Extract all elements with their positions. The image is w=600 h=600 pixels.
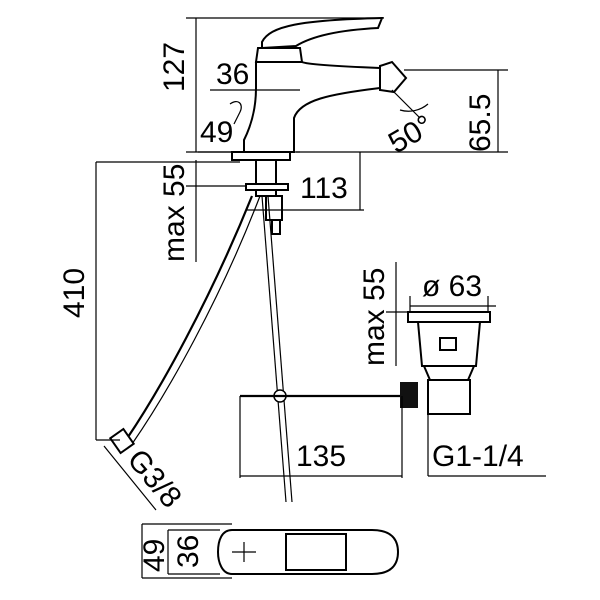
lever-handle <box>261 16 384 50</box>
dim-49: 49 <box>200 116 233 149</box>
dim-max55-top: max 55 <box>158 164 191 262</box>
dim-65-5: 65.5 <box>464 94 497 152</box>
waste-window <box>439 337 457 351</box>
dim-plan-36: 36 <box>172 535 205 568</box>
flexible-hose-inner <box>131 195 261 445</box>
faucet-body <box>229 16 408 161</box>
dim-127: 127 <box>158 42 191 92</box>
base-flange <box>231 151 291 161</box>
mounting-assembly <box>108 159 289 455</box>
dim-max55-waste: max 55 <box>358 268 391 366</box>
cartridge-cap <box>254 47 304 63</box>
dim-135: 135 <box>296 440 346 473</box>
spout-aerator <box>379 60 408 94</box>
hose-connector-nut <box>108 427 136 455</box>
pull-rod-line-1 <box>261 195 287 503</box>
waste-collar <box>422 365 476 381</box>
dim-g1-1-4: G1-1/4 <box>432 440 524 473</box>
dim-113: 113 <box>300 172 348 205</box>
dim-dia-63: ø 63 <box>422 270 482 303</box>
plan-view <box>216 529 400 575</box>
pop-up-waste <box>240 311 491 415</box>
dim-410: 410 <box>58 268 91 318</box>
waste-tail <box>427 379 471 415</box>
faucet-main-body <box>243 61 381 153</box>
stud-end <box>271 219 281 235</box>
dimension-lines <box>95 17 546 579</box>
pull-rod <box>261 195 293 503</box>
swivel-lever <box>229 100 242 125</box>
fixing-washer <box>245 183 289 191</box>
plan-lever <box>285 533 347 571</box>
dim-plan-49: 49 <box>138 539 171 572</box>
waste-flange <box>407 311 491 323</box>
flexible-hose-outer <box>125 195 254 441</box>
pull-rod-line-2 <box>267 195 293 503</box>
lever-housing-nut <box>400 382 418 408</box>
dimension-labels: 127 36 49 50° 65.5 max 55 113 410 max 55… <box>58 42 524 572</box>
dim-36: 36 <box>216 58 249 91</box>
